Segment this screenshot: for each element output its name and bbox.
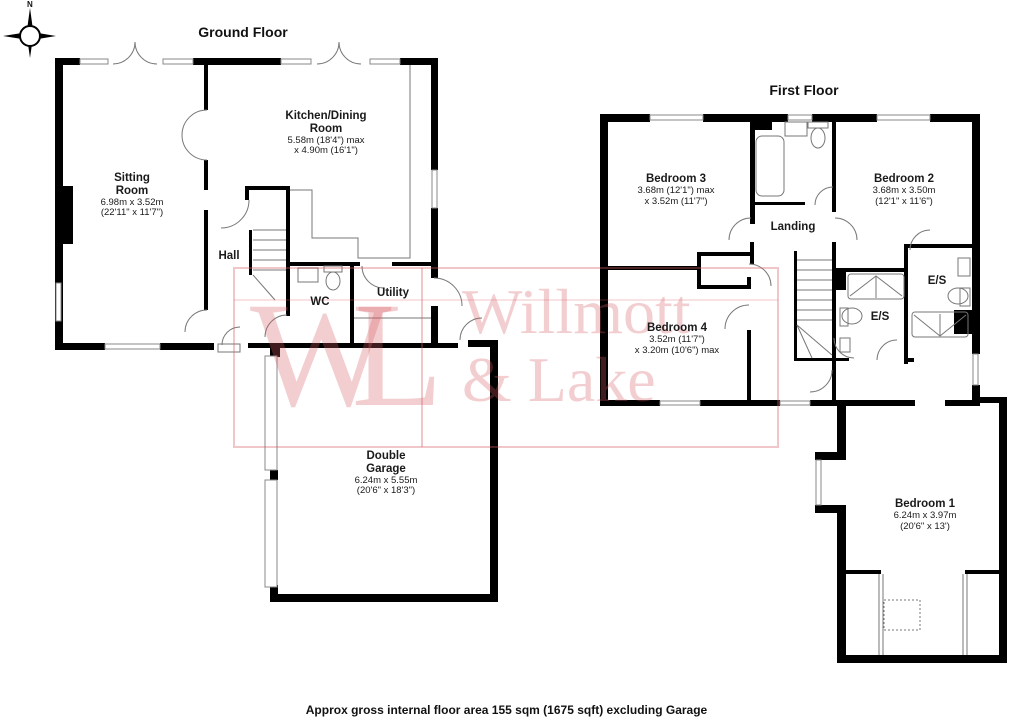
room-label-landing: Landing bbox=[770, 221, 816, 233]
room-label-en-suite-1: E/S bbox=[927, 275, 947, 287]
room-label-bedroom-2: Bedroom 2 3.68m x 3.50m (12'1" x 11'6") bbox=[872, 173, 936, 207]
room-label-hall: Hall bbox=[218, 250, 240, 262]
ground-floor-title: Ground Floor bbox=[198, 24, 288, 40]
first-floor-windows bbox=[649, 114, 979, 506]
room-label-kitchen-dining: Kitchen/Dining Room 5.58m (18'4") max x … bbox=[285, 110, 367, 157]
watermark-frame bbox=[233, 267, 779, 448]
first-floor-title: First Floor bbox=[769, 82, 839, 98]
room-label-en-suite-2: E/S bbox=[870, 311, 890, 323]
room-label-wc: WC bbox=[310, 296, 330, 308]
first-floor-walls bbox=[600, 114, 1007, 663]
room-label-bedroom-4: Bedroom 4 3.52m (11'7") x 3.20m (10'6") … bbox=[634, 322, 720, 356]
room-label-double-garage: Double Garage 6.24m x 5.55m (20'6" x 18'… bbox=[354, 450, 418, 497]
compass-rose-icon bbox=[3, 8, 56, 58]
room-label-utility: Utility bbox=[377, 287, 409, 299]
first-floor-fixtures bbox=[724, 121, 971, 655]
watermark-line2: & Lake bbox=[462, 344, 656, 415]
ground-floor-walls bbox=[55, 58, 498, 602]
room-label-bedroom-3: Bedroom 3 3.68m (12'1") max x 3.52m (11'… bbox=[637, 173, 715, 207]
watermark-line1: Willmott bbox=[462, 276, 691, 347]
room-label-bedroom-1: Bedroom 1 6.24m x 3.97m (20'6" x 13') bbox=[893, 498, 957, 532]
room-label-sitting-room: Sitting Room 6.98m x 3.52m (22'11" x 11'… bbox=[100, 172, 164, 219]
floor-area-caption: Approx gross internal floor area 155 sqm… bbox=[305, 703, 708, 717]
north-label: N bbox=[27, 0, 33, 9]
ground-floor-doors bbox=[112, 41, 483, 353]
ground-floor-windows bbox=[55, 58, 438, 588]
